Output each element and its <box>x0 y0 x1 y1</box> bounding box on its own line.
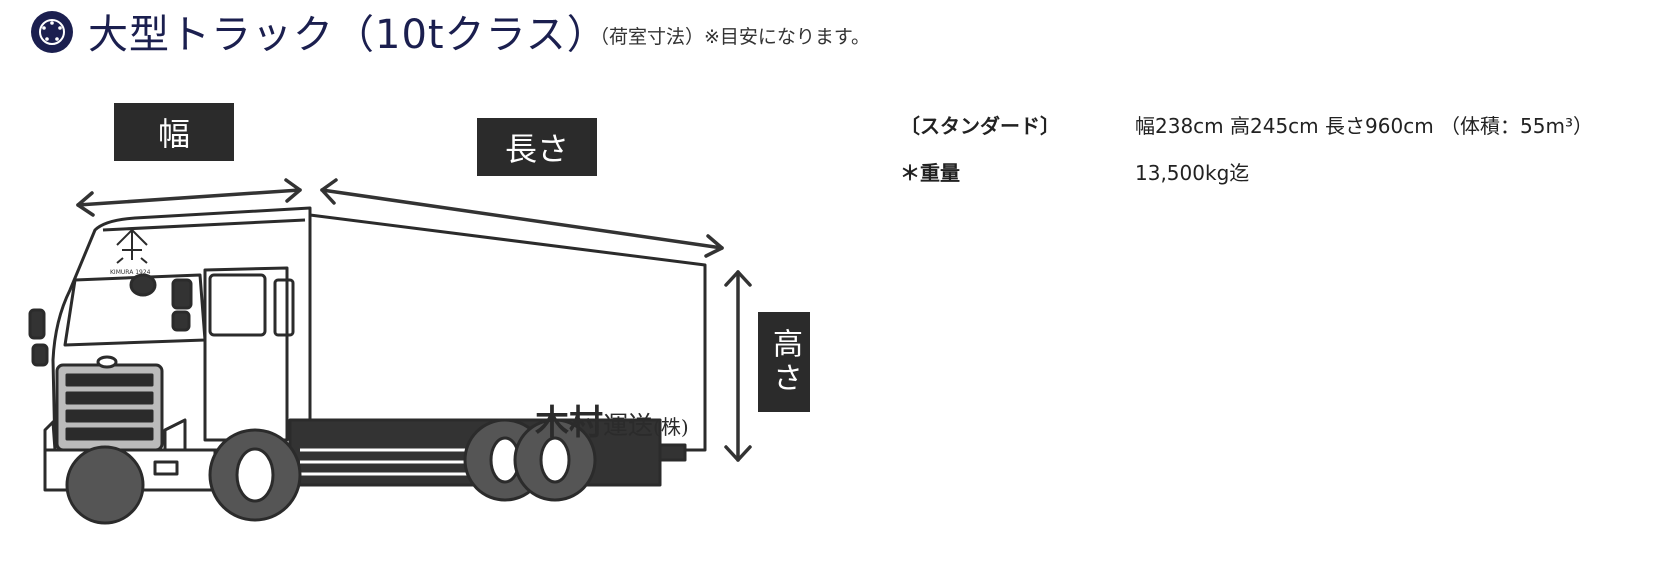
company-name: 木村運送(株) <box>535 395 689 444</box>
spec-value: 13,500kg迄 <box>1135 161 1250 185</box>
spec-value: 幅238cm 高245cm 長さ960cm （体積：55m³） <box>1135 114 1593 138</box>
spec-list: 〔スタンダード〕 幅238cm 高245cm 長さ960cm （体積：55m³）… <box>900 110 1593 204</box>
length-label: 長さ <box>477 118 597 176</box>
spec-key: ＊重量 <box>900 161 960 185</box>
page-title: 大型トラック（10tクラス） <box>88 12 608 58</box>
wheel-icon <box>31 11 73 53</box>
dimension-note: （荷室寸法）※目安になります。 <box>590 26 871 48</box>
company-name-business: 運送 <box>603 411 654 440</box>
width-label: 幅 <box>114 103 234 161</box>
spec-row-standard: 〔スタンダード〕 幅238cm 高245cm 長さ960cm （体積：55m³） <box>900 110 1593 139</box>
brand-text: KIMURA 1924 <box>110 269 151 276</box>
height-label: 高さ <box>758 312 810 412</box>
spec-key: 〔スタンダード〕 <box>900 114 1060 138</box>
company-name-main: 木村 <box>535 403 603 443</box>
spec-row-weight: ＊重量 13,500kg迄 <box>900 157 1593 186</box>
company-name-suffix: (株) <box>653 415 689 439</box>
truck-illustration: KIMURA 1924 <box>28 206 707 525</box>
